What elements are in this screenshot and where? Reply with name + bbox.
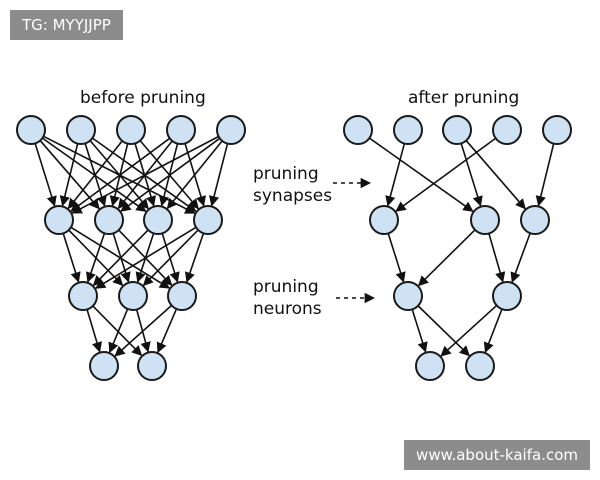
pruning-synapses-label-1: pruning xyxy=(253,164,319,184)
before-synapse-l2-2-0 xyxy=(114,304,173,357)
before-synapse-l0-4-0 xyxy=(71,135,219,214)
before-synapse-l2-2-1 xyxy=(156,308,178,354)
after-synapse-l0-2-2 xyxy=(465,140,526,210)
pruning-synapses-label-2: synapses xyxy=(253,186,333,206)
after-synapse-l0-3-0 xyxy=(395,137,497,212)
after-neuron-l2-1 xyxy=(492,281,522,311)
before-synapse-l0-2-0 xyxy=(67,140,123,210)
before-neuron-l3-0 xyxy=(89,351,119,381)
before-synapse-l0-4-2 xyxy=(166,140,223,210)
before-pruning-title: before pruning xyxy=(80,88,206,108)
before-synapse-l1-3-1 xyxy=(142,229,199,287)
before-synapse-l2-0-0 xyxy=(86,309,102,353)
after-synapse-l1-1-1 xyxy=(488,233,506,283)
pruning-neurons-label-2: neurons xyxy=(253,299,322,319)
edges-layer xyxy=(34,135,555,357)
before-neuron-l2-2 xyxy=(167,281,197,311)
after-neuron-l3-1 xyxy=(465,351,495,381)
after-neuron-l1-2 xyxy=(520,205,550,235)
after-neuron-l3-0 xyxy=(415,351,445,381)
before-synapse-l0-1-0 xyxy=(59,143,79,207)
after-synapse-l0-4-2 xyxy=(535,143,555,207)
watermark-bottom-right: www.about-kaifa.com xyxy=(404,440,590,470)
after-neuron-l2-0 xyxy=(393,281,423,311)
before-neuron-l0-3 xyxy=(166,115,196,145)
before-neuron-l0-2 xyxy=(116,115,146,145)
before-neuron-l1-3 xyxy=(193,205,223,235)
before-synapse-l0-3-0 xyxy=(70,137,171,212)
before-synapse-l2-0-1 xyxy=(92,305,143,357)
before-synapse-l0-0-0 xyxy=(34,143,57,207)
before-neuron-l0-1 xyxy=(66,115,96,145)
before-synapse-l0-4-3 xyxy=(208,143,229,207)
before-synapse-l1-2-0 xyxy=(92,229,149,287)
before-synapse-l1-0-0 xyxy=(62,233,81,283)
after-neuron-l0-3 xyxy=(492,115,522,145)
after-synapse-l0-0-1 xyxy=(368,137,474,212)
pruning-neurons-label-1: pruning xyxy=(253,277,319,297)
before-neuron-l2-0 xyxy=(68,281,98,311)
before-neuron-l2-1 xyxy=(118,281,148,311)
before-neuron-l0-0 xyxy=(16,115,46,145)
after-synapse-l0-1-0 xyxy=(385,143,406,207)
after-synapse-l2-1-0 xyxy=(440,304,498,357)
dashed-arrows xyxy=(333,177,376,304)
before-synapse-l2-1-0 xyxy=(108,308,129,354)
after-synapse-l1-1-0 xyxy=(417,229,476,287)
before-neuron-l1-0 xyxy=(44,205,74,235)
after-neuron-l0-0 xyxy=(343,115,373,145)
after-pruning-title: after pruning xyxy=(408,88,520,108)
before-synapse-l1-3-2 xyxy=(184,232,205,283)
before-synapse-l1-1-0 xyxy=(85,232,106,283)
nodes-layer xyxy=(16,115,572,381)
before-neuron-l3-1 xyxy=(137,351,167,381)
after-synapse-l2-0-1 xyxy=(417,305,470,357)
after-neuron-l0-4 xyxy=(542,115,572,145)
after-neuron-l0-1 xyxy=(393,115,423,145)
before-neuron-l1-1 xyxy=(94,205,124,235)
after-synapse-l2-0-0 xyxy=(411,309,428,353)
after-synapse-l1-0-0 xyxy=(387,233,406,283)
before-synapse-l0-4-1 xyxy=(120,137,221,212)
watermark-top-left: TG: MYYJJPP xyxy=(10,10,123,40)
after-synapse-l1-2-1 xyxy=(510,232,531,283)
after-neuron-l1-1 xyxy=(470,205,500,235)
before-neuron-l0-4 xyxy=(216,115,246,145)
after-neuron-l1-0 xyxy=(369,205,399,235)
after-synapse-l2-1-1 xyxy=(483,308,503,353)
before-neuron-l1-2 xyxy=(143,205,173,235)
before-synapse-l1-3-0 xyxy=(94,226,197,289)
after-neuron-l0-2 xyxy=(442,115,472,145)
after-synapse-l0-2-1 xyxy=(460,143,483,207)
